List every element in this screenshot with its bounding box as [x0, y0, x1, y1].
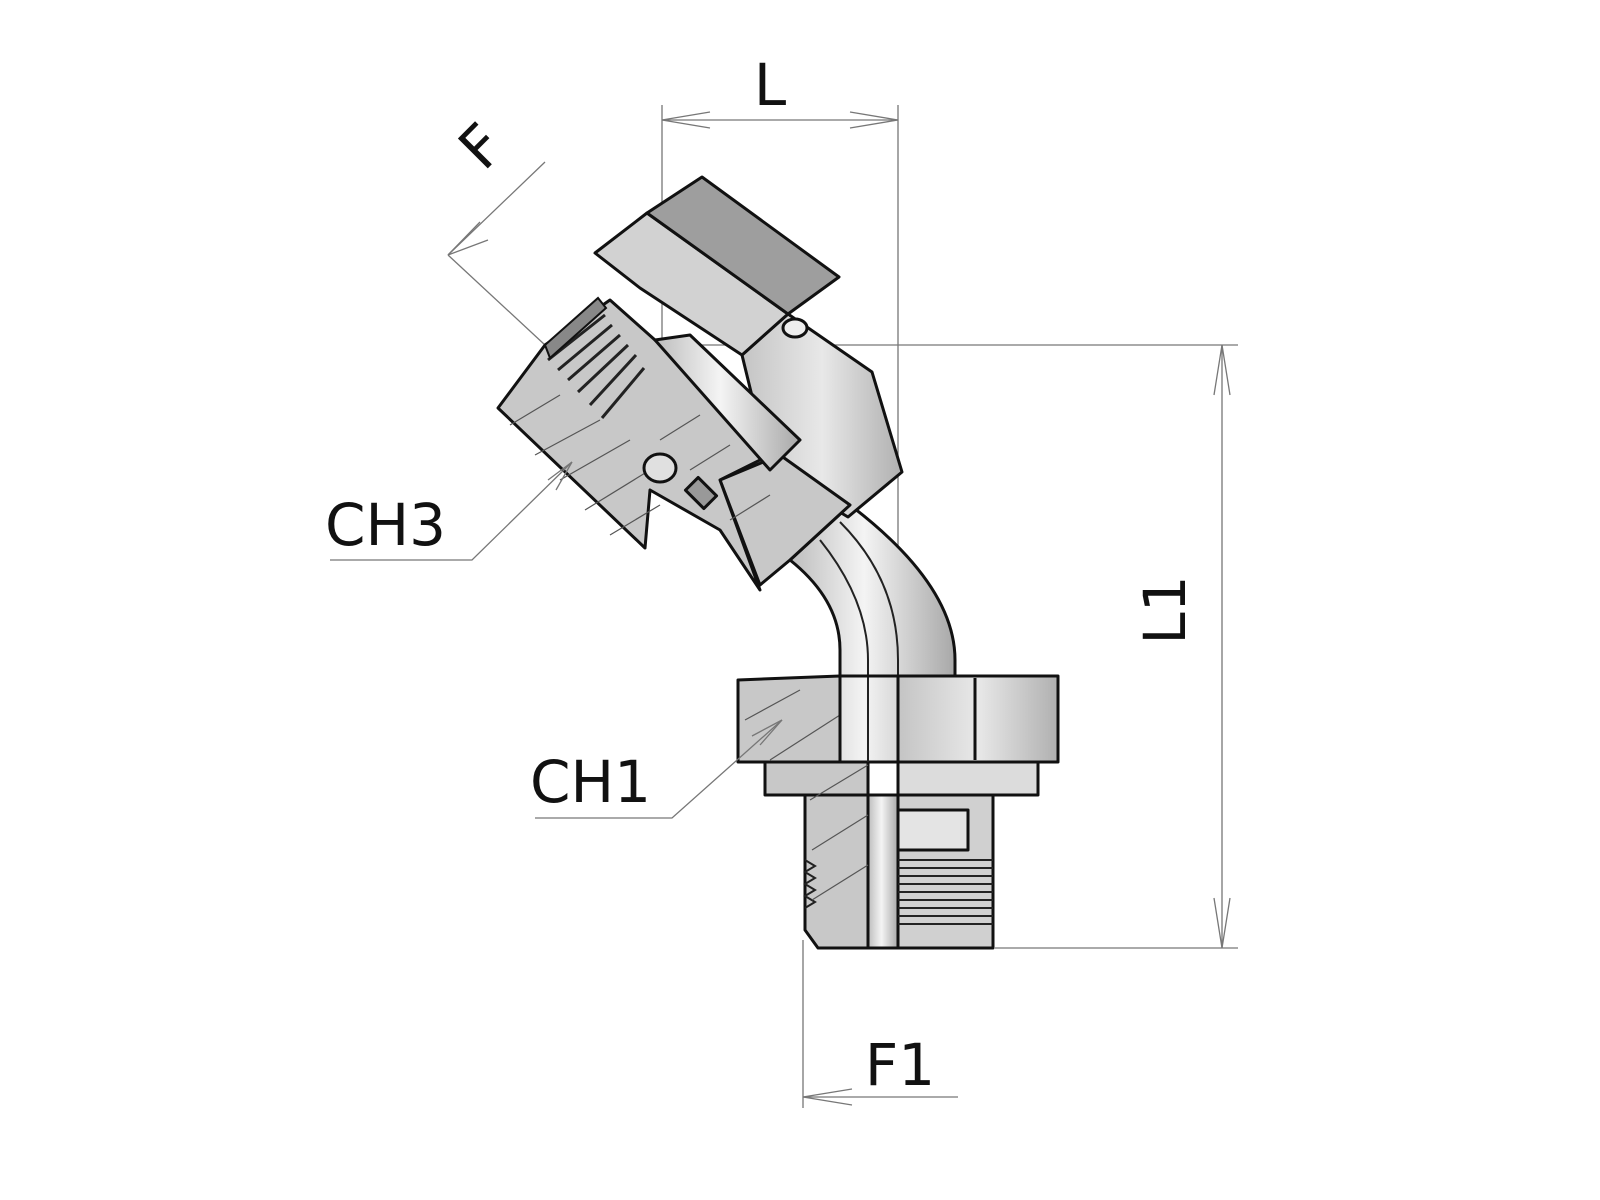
dimension-F — [447, 161, 546, 346]
label-CH3: CH3 — [325, 491, 446, 559]
label-CH1: CH1 — [530, 748, 651, 816]
external-thread — [803, 859, 993, 925]
leader-CH3 — [330, 461, 573, 561]
label-F: F — [446, 111, 518, 183]
label-L: L — [754, 51, 786, 119]
leader-CH1 — [535, 719, 783, 819]
label-F1: F1 — [865, 1031, 935, 1099]
upper-nut-assembly — [496, 175, 904, 592]
lower-body — [736, 674, 1060, 950]
label-L1: L1 — [1131, 575, 1199, 644]
bent-tube — [788, 503, 957, 764]
dimension-F1 — [802, 940, 958, 1108]
